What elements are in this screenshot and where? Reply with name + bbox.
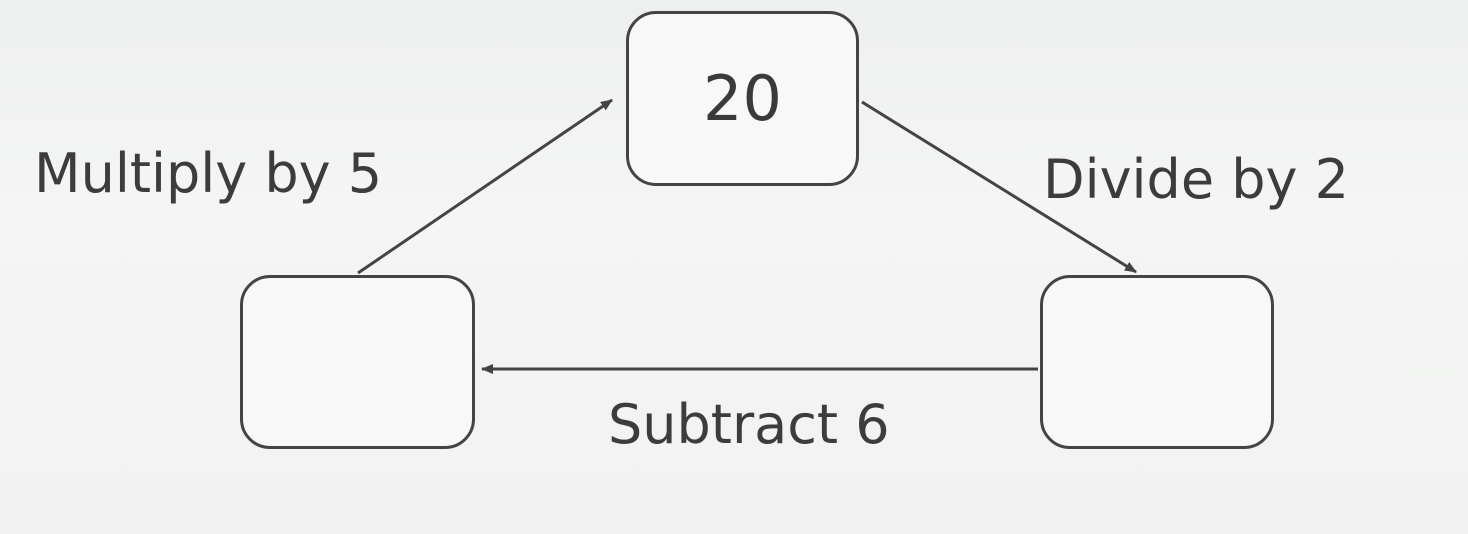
subtract-label: Subtract 6 [608,393,890,456]
top-number-value: 20 [703,62,782,135]
multiply-label: Multiply by 5 [34,142,383,205]
arrow-left-to-top [357,98,613,275]
divide-label: Divide by 2 [1043,148,1349,211]
left-blank-box[interactable] [240,275,475,449]
top-number-box: 20 [626,11,859,186]
right-blank-box[interactable] [1040,275,1274,449]
arrow-top-to-right [861,100,1137,274]
